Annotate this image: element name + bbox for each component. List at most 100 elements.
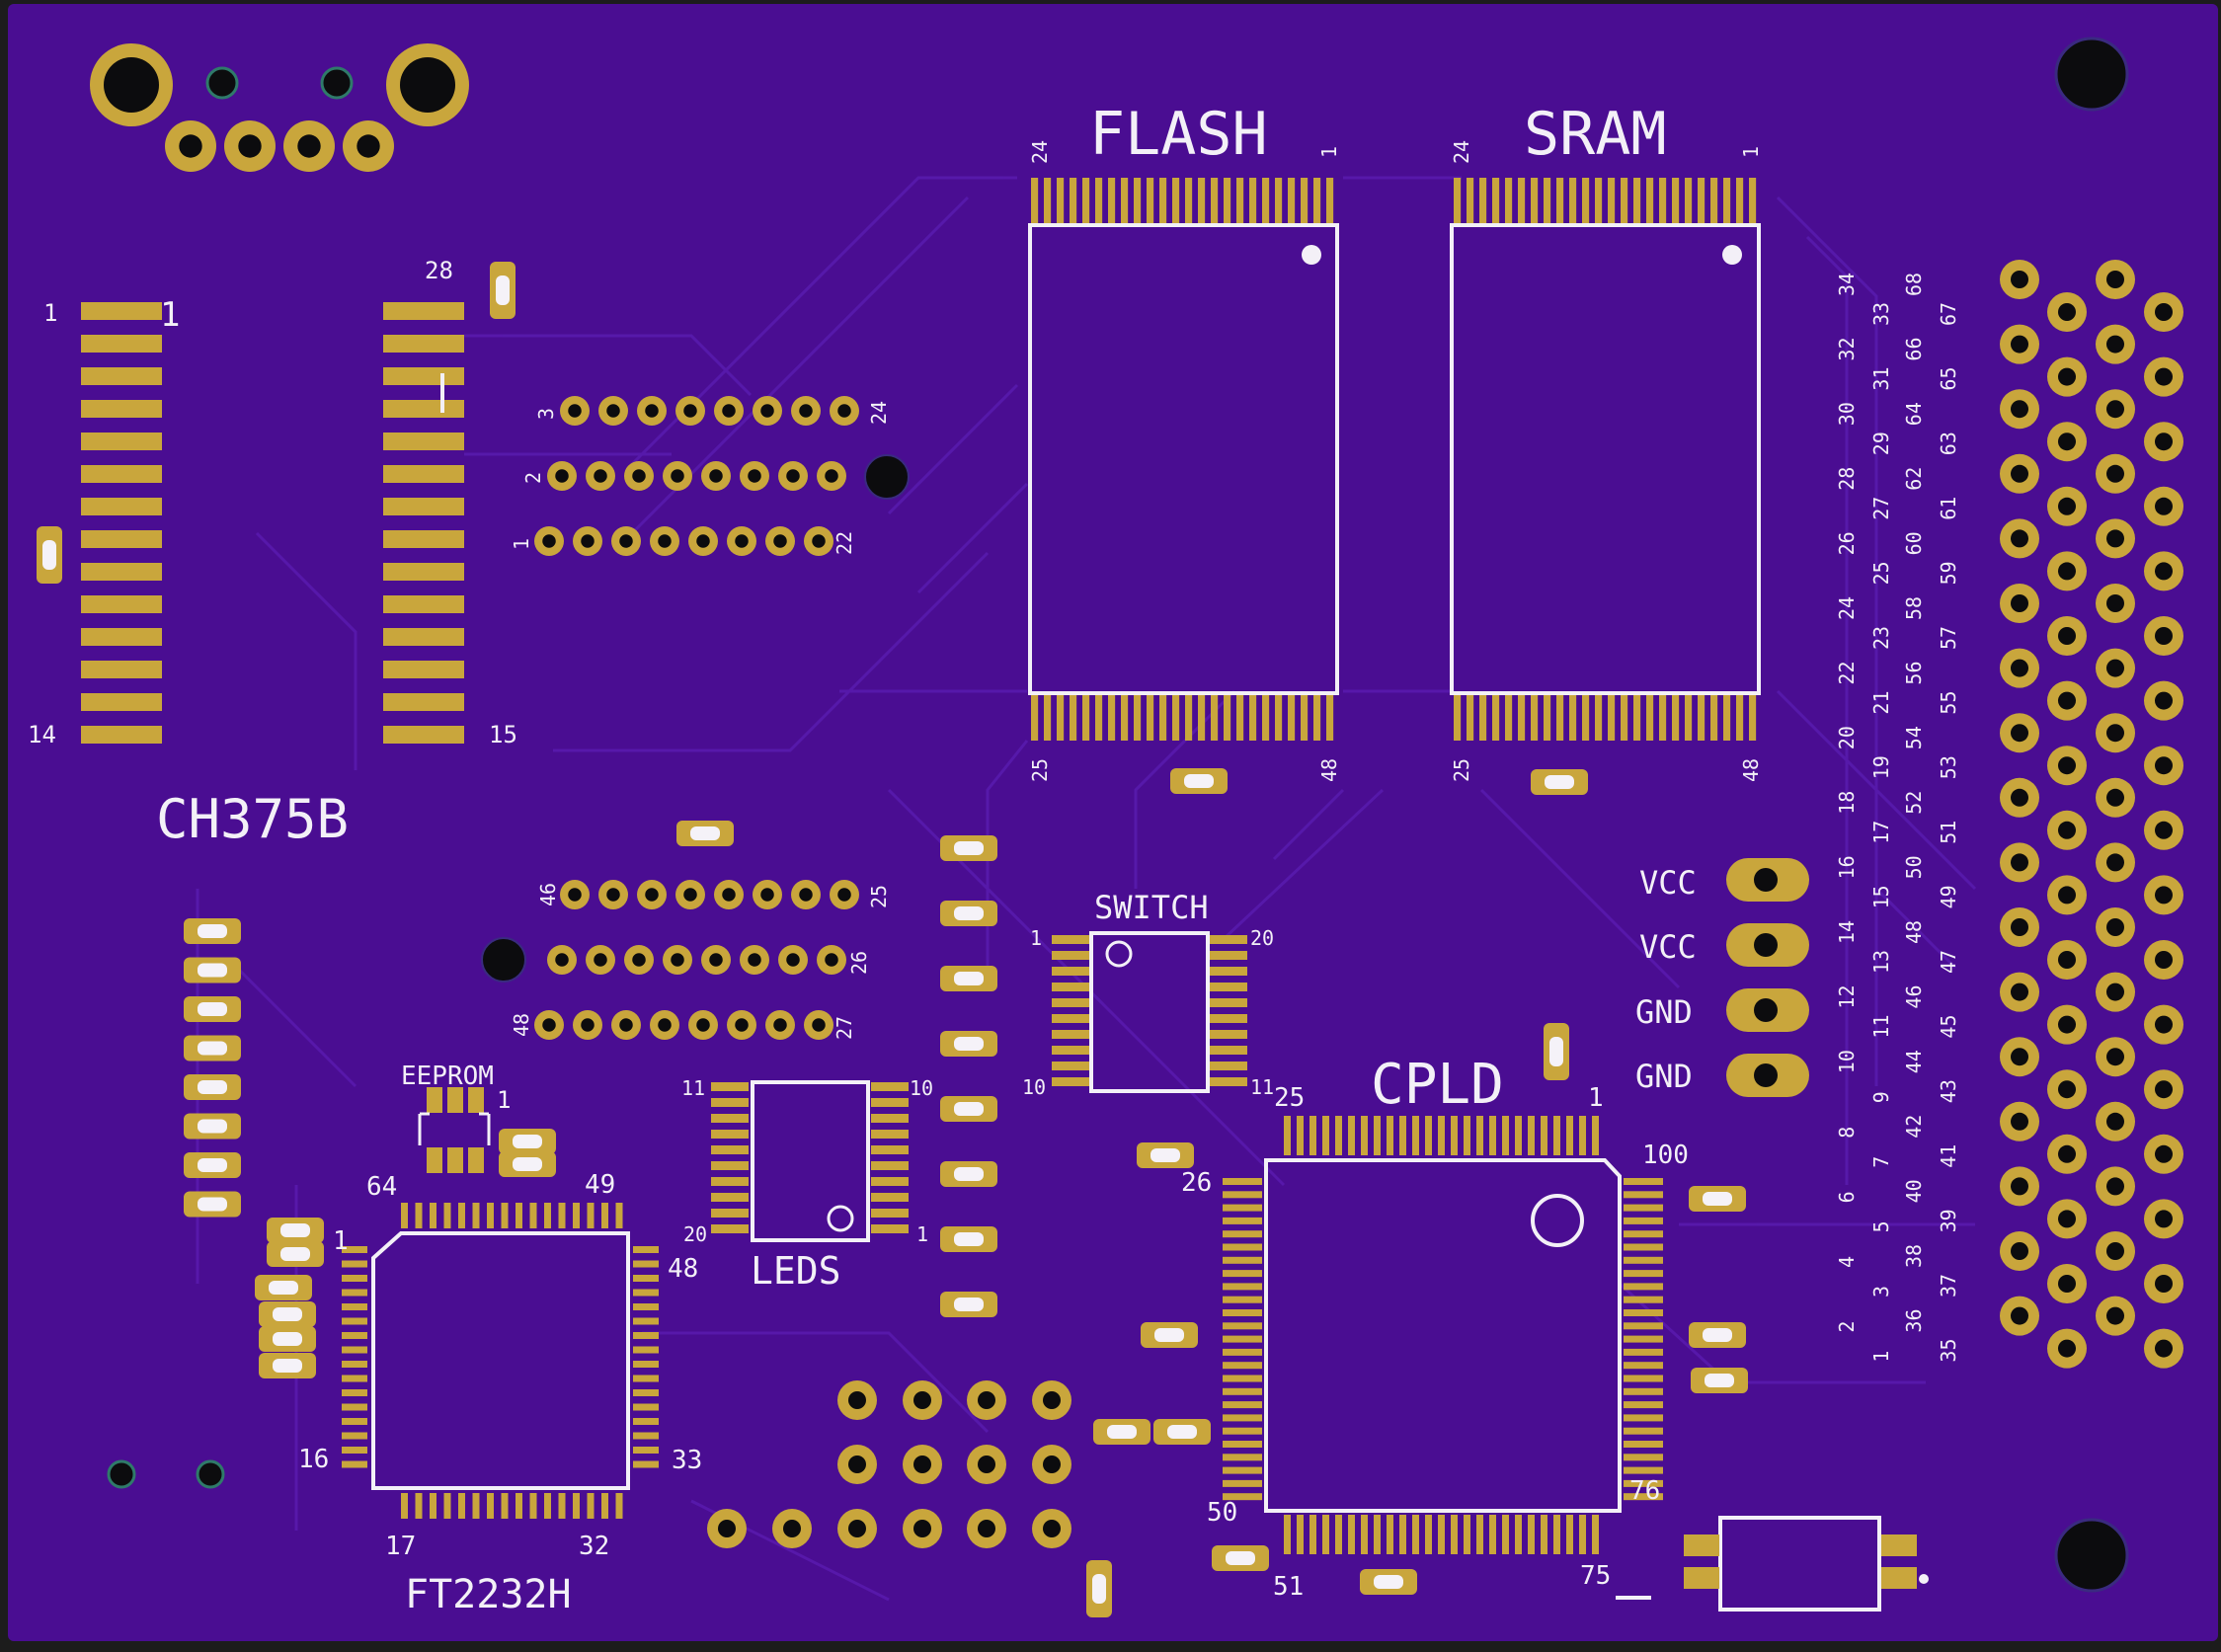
- conn-pad-c3-r6-hole: [2155, 691, 2173, 710]
- cap-eeprom-1: [499, 1129, 556, 1154]
- through-hole-grid: [707, 1380, 1071, 1548]
- hdr-mid-row2-1-hole: [594, 953, 607, 967]
- cap-bot-3-body: [1226, 1551, 1255, 1565]
- conn-pad-c1-r14-hole: [2058, 1210, 2076, 1228]
- cpld-pin1: 1: [1588, 1083, 1604, 1113]
- ft-pad-right-14: [633, 1447, 659, 1454]
- trace-2: [887, 383, 1019, 515]
- conn-number-col4-2: 63: [1937, 432, 1960, 455]
- ft-pad-top-9: [529, 1203, 537, 1228]
- flash-pin48: 48: [1317, 758, 1341, 782]
- conn-pad-c0-r5-hole: [2011, 594, 2028, 612]
- ch375b-pad-left-6: [81, 465, 162, 483]
- cpld-pad-bot-9: [1399, 1515, 1406, 1554]
- cap-vert-col-2-body: [954, 972, 984, 985]
- conn-pad-c3-r11-hole: [2155, 1015, 2173, 1034]
- hdr-top-row2-6-hole: [786, 469, 800, 483]
- conn-number-col2-10: 13: [1869, 950, 1893, 974]
- trace-6: [1805, 235, 1849, 1185]
- sram-pad-top-3: [1492, 178, 1500, 227]
- ft-pin1: 1: [333, 1226, 349, 1256]
- ch375b-pad-left-14: [81, 726, 162, 744]
- ft-pad-bot-0: [401, 1493, 408, 1519]
- cpld-pad-right-4: [1624, 1230, 1663, 1238]
- cpld-pad-top-11: [1425, 1116, 1432, 1155]
- cap-left-col-7-body: [198, 1197, 227, 1212]
- hdr-mid-row2-6-hole: [786, 953, 800, 967]
- cpld-pad-top-20: [1541, 1116, 1547, 1155]
- ft-pad-top-15: [615, 1203, 623, 1228]
- cpld-pad-left-18: [1223, 1414, 1262, 1422]
- leds-pad-r-0: [871, 1082, 909, 1091]
- cpld-pad-top-12: [1438, 1116, 1445, 1155]
- cpld-pad-left-12: [1223, 1335, 1262, 1343]
- sram-footprint: SRAM 24 1 25 48: [1450, 100, 1763, 782]
- conn-pad-c0-r6-hole: [2011, 659, 2028, 677]
- cap-vert-col-2: [940, 966, 997, 991]
- flash-pad-bot-9: [1147, 691, 1154, 741]
- conn-pad-c0-r8-hole: [2011, 788, 2028, 807]
- hdr-top-row2-5-hole: [748, 469, 761, 483]
- conn-number-col1-12: 10: [1835, 1050, 1859, 1073]
- conn-pad-c3-r4-hole: [2155, 562, 2173, 581]
- th-grid-r1-c3-hole: [1043, 1455, 1061, 1473]
- sram-pad-top-9: [1569, 178, 1577, 227]
- hdr-mid-row2-3-hole: [671, 953, 684, 967]
- power-pad-hole-0: [1754, 868, 1778, 892]
- cpld-pad-left-5: [1223, 1243, 1262, 1251]
- trace-22: [255, 531, 357, 770]
- sram-pad-top-23: [1749, 178, 1757, 227]
- hdr-top-end: 24: [867, 401, 891, 425]
- cpld-pad-left-23: [1223, 1479, 1262, 1487]
- ft-pin48: 48: [668, 1254, 698, 1284]
- conn-number-col1-3: 28: [1835, 467, 1859, 491]
- th-grid-r1-c0-hole: [848, 1455, 866, 1473]
- ft-pad-right-6: [633, 1332, 659, 1339]
- cap-left-col-6: [184, 1152, 241, 1178]
- flash-pad-bot-6: [1108, 691, 1116, 741]
- cpld-pad-bot-16: [1489, 1515, 1496, 1554]
- conn-number-col2-7: 19: [1869, 755, 1893, 779]
- conn-number-col3-11: 46: [1902, 985, 1926, 1009]
- conn-pad-c0-r2-hole: [2011, 400, 2028, 419]
- cpld-pad-left-14: [1223, 1362, 1262, 1370]
- ft-pad-bot-15: [615, 1493, 623, 1519]
- hdr-mid-row2-7-hole: [825, 953, 838, 967]
- cap-vert-col-7: [940, 1292, 997, 1317]
- ft-pad-right-13: [633, 1432, 659, 1440]
- hdr-top-row3-1-hole: [606, 404, 620, 418]
- cap-ft-6: [259, 1353, 316, 1378]
- vcc-label-2: VCC: [1639, 928, 1697, 966]
- conn-number-col4-3: 61: [1937, 497, 1960, 520]
- ch375b-pad-left-5: [81, 433, 162, 450]
- hdr-mid-row3-5-hole: [735, 1018, 749, 1032]
- ch375b-pad-right-2: [383, 335, 464, 353]
- conn-number-col2-11: 11: [1869, 1015, 1893, 1039]
- sram-pad-top-16: [1659, 178, 1667, 227]
- th-grid-r0-c2-hole: [978, 1391, 995, 1409]
- leds-pad-l-9: [711, 1224, 749, 1233]
- leds-pad-l-5: [711, 1161, 749, 1170]
- flash-pad-top-14: [1211, 178, 1219, 227]
- conn-number-col3-14: 40: [1902, 1179, 1926, 1203]
- conn-number-col4-8: 51: [1937, 821, 1960, 844]
- cap-left-col-5: [184, 1113, 241, 1140]
- cpld-pad-right-19: [1624, 1427, 1663, 1435]
- sram-pad-bot-14: [1633, 691, 1641, 741]
- cpld-pad-left-1: [1223, 1191, 1262, 1199]
- cpld-pad-right-7: [1624, 1270, 1663, 1278]
- switch-label: SWITCH: [1094, 889, 1209, 926]
- eeprom-footprint: EEPROM 1: [401, 1062, 511, 1173]
- flash-pad-top-2: [1057, 178, 1065, 227]
- cpld-pad-right-3: [1624, 1217, 1663, 1224]
- ft-pad-right-3: [633, 1289, 659, 1297]
- ch375b-pad-left-13: [81, 693, 162, 711]
- th-grid-r2-c0-hole: [718, 1520, 736, 1537]
- cap-bot-2-body: [1167, 1425, 1197, 1439]
- sram-pad-bot-6: [1531, 691, 1539, 741]
- flash-pad-top-15: [1224, 178, 1231, 227]
- trace-25: [1223, 788, 1385, 940]
- flash-pad-top-9: [1147, 178, 1154, 227]
- flash-pad-bot-21: [1301, 691, 1309, 741]
- cpld-pad-right-21: [1624, 1454, 1663, 1461]
